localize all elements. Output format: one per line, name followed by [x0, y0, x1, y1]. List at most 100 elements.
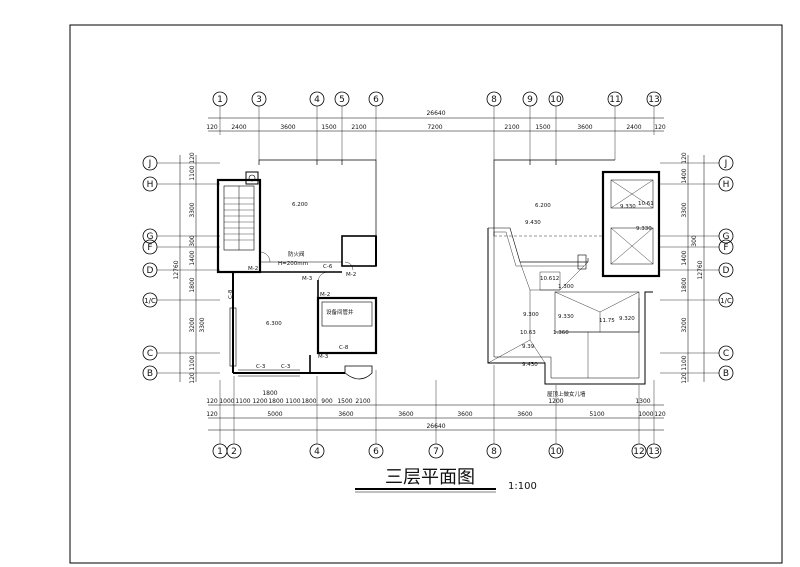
svg-text:120: 120: [189, 372, 196, 384]
bottom-row1-dims: 120 1000 1100 1200 1800 1100 1800 900 15…: [206, 390, 651, 405]
svg-text:1/C: 1/C: [144, 297, 156, 305]
fire-room-note: H=200mm: [278, 261, 308, 267]
svg-text:6: 6: [373, 447, 379, 457]
svg-text:3200: 3200: [681, 317, 688, 332]
right-level-939: 9.39: [522, 344, 535, 350]
sheet-border: [69, 24, 783, 564]
axis-bubble-left-g: G: [142, 228, 158, 244]
svg-text:300: 300: [691, 235, 698, 247]
svg-text:120: 120: [654, 411, 666, 418]
svg-text:1500: 1500: [321, 124, 336, 131]
svg-text:120: 120: [681, 372, 688, 384]
svg-text:3200: 3200: [189, 317, 196, 332]
door-c3-a: C-3: [256, 364, 266, 370]
bottom-row2-dims: 120 5000 3600 3600 3600 3600 5100 1000 1…: [206, 411, 666, 418]
svg-text:3300: 3300: [681, 202, 688, 217]
door-m3: M-3: [302, 276, 313, 282]
svg-text:G: G: [723, 232, 730, 242]
svg-text:1300: 1300: [635, 398, 650, 405]
svg-text:3600: 3600: [398, 411, 413, 418]
svg-text:8: 8: [491, 447, 497, 457]
bottom-total-dim: 26640: [426, 423, 445, 430]
axis-bubble-top-11: 11: [607, 91, 623, 107]
svg-text:3600: 3600: [338, 411, 353, 418]
svg-text:1000: 1000: [638, 411, 653, 418]
left-building-block: [216, 159, 378, 380]
axis-bubble-right-f: F: [718, 239, 734, 255]
svg-text:3300: 3300: [189, 202, 196, 217]
svg-text:10: 10: [550, 447, 562, 457]
svg-text:2100: 2100: [504, 124, 519, 131]
svg-text:B: B: [723, 369, 729, 379]
axis-bubble-right-d: D: [718, 262, 734, 278]
axis-bubble-bottom-6: 6: [368, 443, 384, 459]
roof-note: 屋顶上做女儿墙: [547, 390, 586, 398]
top-axis-row: 1 3 4 5 6 8 9 10 11 13: [212, 91, 662, 107]
left-seg-dims: 120 1100 3300 300 1400 1800 3200 3300 11…: [189, 152, 206, 384]
svg-text:G: G: [147, 232, 154, 242]
door-c8-bottom: C-8: [339, 345, 349, 351]
right-level-9330b: 9.330: [620, 204, 636, 210]
bottom-axis-row: 1 2 4 6 7 8 10 12 13: [212, 443, 662, 459]
axis-bubble-right-h: H: [718, 176, 734, 192]
right-level-9330c: 9.330: [636, 226, 652, 232]
drawing-title: 三层平面图: [385, 467, 475, 488]
axis-bubble-bottom-2: 2: [226, 443, 242, 459]
top-seg-dims: 120 2400 3600 1500 2100 7200 2100 1500 3…: [206, 124, 666, 131]
axis-bubble-bottom-13: 13: [646, 443, 662, 459]
svg-text:120: 120: [654, 124, 666, 131]
svg-text:1800: 1800: [681, 277, 688, 292]
svg-text:6: 6: [373, 95, 379, 105]
svg-text:5: 5: [339, 95, 345, 105]
axis-bubble-top-6: 6: [368, 91, 384, 107]
door-c3-b: C-3: [281, 364, 291, 370]
svg-text:D: D: [723, 266, 730, 276]
svg-text:13: 13: [648, 95, 659, 105]
fire-room-label: 防火阀: [288, 250, 305, 258]
svg-text:10: 10: [550, 95, 562, 105]
svg-text:2400: 2400: [231, 124, 246, 131]
svg-text:J: J: [724, 159, 728, 169]
right-level-1063: 10.63: [520, 330, 536, 336]
right-level-9330: 9.330: [558, 314, 574, 320]
axis-bubble-left-h: H: [142, 176, 158, 192]
left-total-dim: 12760: [173, 260, 180, 279]
svg-text:B: B: [147, 369, 153, 379]
svg-text:900: 900: [321, 398, 333, 405]
bottom-axis-leaders: [219, 365, 655, 444]
axis-bubble-bottom-1: 1: [212, 443, 228, 459]
svg-text:2100: 2100: [355, 398, 370, 405]
right-level-1061: 10.61: [638, 201, 654, 207]
svg-text:1/C: 1/C: [720, 297, 732, 305]
axis-bubble-left-c: C: [142, 345, 158, 361]
axis-bubble-top-13: 13: [646, 91, 662, 107]
svg-text:1500: 1500: [535, 124, 550, 131]
svg-text:1200: 1200: [252, 398, 267, 405]
axis-bubble-bottom-10: 10: [548, 443, 564, 459]
svg-text:1400: 1400: [681, 168, 688, 183]
svg-text:1400: 1400: [189, 250, 196, 265]
axis-bubble-top-8: 8: [486, 91, 502, 107]
axis-bubble-bottom-12: 12: [631, 443, 647, 459]
axis-bubble-bottom-8: 8: [486, 443, 502, 459]
svg-text:C: C: [147, 349, 153, 359]
door-c6: C-6: [323, 264, 333, 270]
svg-text:1100: 1100: [189, 355, 196, 370]
svg-text:120: 120: [206, 398, 218, 405]
axis-bubble-bottom-7: 7: [428, 443, 444, 459]
svg-text:5000: 5000: [267, 411, 282, 418]
svg-text:1100: 1100: [285, 398, 300, 405]
axis-bubble-right-b: B: [718, 365, 734, 381]
svg-text:3300: 3300: [199, 317, 206, 332]
room-labels: 6.200 6.300 防火阀 H=200mm 设备间管井 C-8 C-8 C-…: [228, 201, 654, 398]
left-top-level: 6.200: [292, 202, 308, 208]
equip-room-label: 设备间管井: [326, 308, 354, 316]
svg-text:8: 8: [491, 95, 497, 105]
right-level-9430: 9.430: [525, 220, 541, 226]
svg-text:1800: 1800: [268, 398, 283, 405]
svg-text:11: 11: [609, 95, 620, 105]
right-level-9430b: 9.430: [522, 362, 538, 368]
axis-bubble-left-j: J: [142, 155, 158, 171]
svg-text:1200: 1200: [548, 398, 563, 405]
svg-text:H: H: [723, 180, 730, 190]
